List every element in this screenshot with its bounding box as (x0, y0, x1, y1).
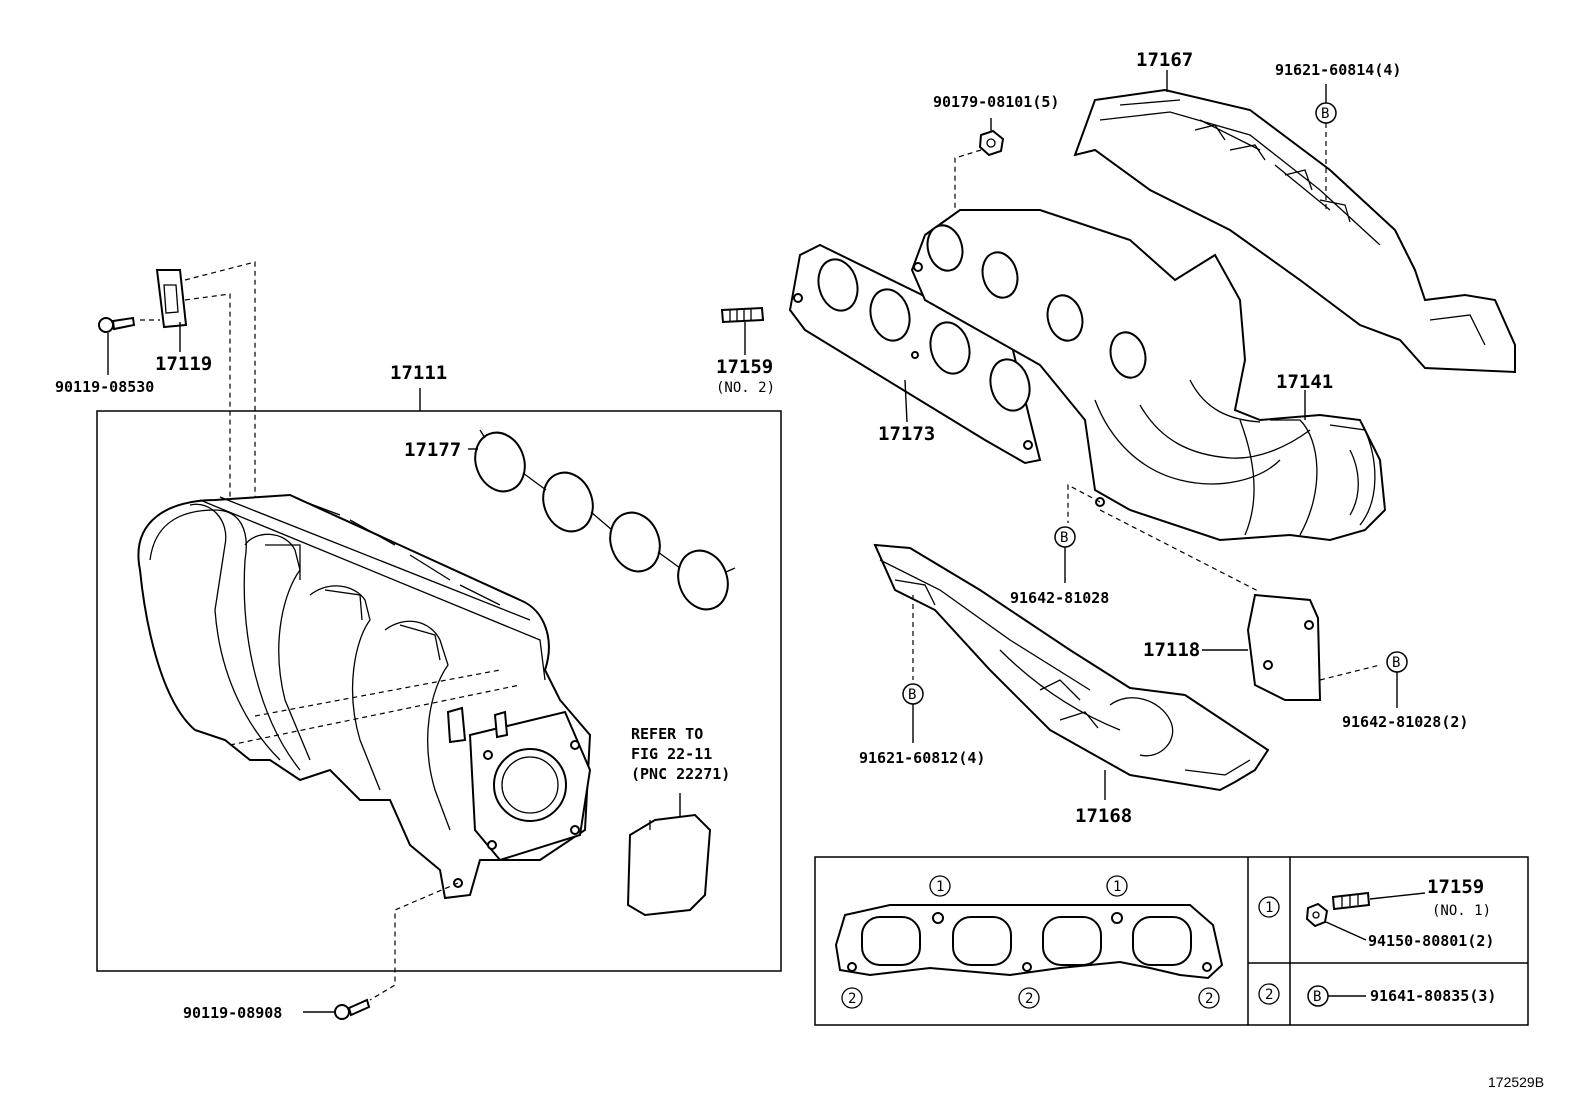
label-90119-08530: 90119-08530 (55, 378, 154, 396)
marker-2-c: 2 (1198, 987, 1220, 1009)
label-17177: 17177 (404, 439, 461, 461)
label-91641-80835: 91641-80835(3) (1370, 987, 1496, 1005)
svg-text:2: 2 (848, 991, 856, 1007)
label-90179-08101: 90179-08101(5) (933, 93, 1059, 111)
label-17168: 17168 (1075, 805, 1132, 827)
heat-insulator-17168 (873, 543, 1270, 792)
nut-94150-80801 (1305, 902, 1329, 928)
marker-b-upper: B (1315, 102, 1337, 124)
label-17159-no1: 17159 (1427, 876, 1484, 898)
assembly-box-17111 (96, 410, 782, 972)
svg-text:1: 1 (1265, 900, 1273, 916)
svg-text:2: 2 (1025, 991, 1033, 1007)
label-17173: 17173 (878, 423, 935, 445)
label-17118: 17118 (1143, 639, 1200, 661)
label-91642-81028: 91642-81028 (1010, 589, 1109, 607)
bolt-90119-08908 (334, 998, 371, 1020)
label-17159-no2-sub: (NO. 2) (716, 380, 775, 396)
nut-90179-08101 (978, 129, 1005, 157)
label-91621-60812: 91621-60812(4) (859, 749, 985, 767)
exhaust-gasket-17173 (788, 243, 1042, 465)
legend-marker-2: 2 (1258, 983, 1280, 1005)
marker-b-mid: B (1054, 526, 1076, 548)
svg-text:1: 1 (1113, 879, 1121, 895)
bracket-17119 (155, 269, 188, 329)
label-17111: 17111 (390, 362, 447, 384)
bolt-90119-08530 (98, 316, 136, 333)
marker-b-right: B (1386, 651, 1408, 673)
heat-insulator-17167 (1073, 88, 1516, 374)
label-17119: 17119 (155, 353, 212, 375)
marker-1-b: 1 (1106, 875, 1128, 897)
svg-text:B: B (1321, 106, 1329, 122)
label-17159-no1-sub: (NO. 1) (1432, 903, 1491, 919)
refer-line-3: (PNC 22271) (631, 765, 730, 783)
marker-b-left: B (902, 683, 924, 705)
diagram-id: 172529B (1488, 1074, 1544, 1090)
label-90119-08908: 90119-08908 (183, 1004, 282, 1022)
legend-marker-1: 1 (1258, 896, 1280, 918)
label-94150-80801: 94150-80801(2) (1368, 932, 1494, 950)
label-17141: 17141 (1276, 371, 1333, 393)
bracket-17118 (1246, 593, 1322, 701)
label-91621-60814: 91621-60814(4) (1275, 61, 1401, 79)
stud-17159-no1 (1331, 891, 1371, 911)
marker-1-a: 1 (929, 875, 951, 897)
svg-text:1: 1 (936, 879, 944, 895)
refer-line-2: FIG 22-11 (631, 745, 712, 763)
svg-text:2: 2 (1205, 991, 1213, 1007)
label-91642-81028-2: 91642-81028(2) (1342, 713, 1468, 731)
marker-2-b: 2 (1018, 987, 1040, 1009)
exhaust-manifold-17141 (910, 209, 1387, 542)
marker-2-a: 2 (841, 987, 863, 1009)
marker-b-legend: B (1307, 985, 1329, 1007)
throttle-gasket-reference (626, 813, 712, 917)
svg-text:B: B (1392, 655, 1400, 671)
intake-manifold-17111 (137, 493, 592, 900)
intake-gasket-17177 (474, 429, 736, 611)
svg-text:B: B (1060, 530, 1068, 546)
svg-text:2: 2 (1265, 987, 1273, 1003)
refer-line-1: REFER TO (631, 725, 703, 743)
detail-box (814, 856, 1529, 1026)
label-17159-no2: 17159 (716, 356, 773, 378)
detail-gasket (834, 904, 1224, 980)
stud-17159-no2 (720, 306, 765, 324)
svg-text:B: B (908, 687, 916, 703)
label-17167: 17167 (1136, 49, 1193, 71)
svg-text:B: B (1313, 989, 1321, 1005)
